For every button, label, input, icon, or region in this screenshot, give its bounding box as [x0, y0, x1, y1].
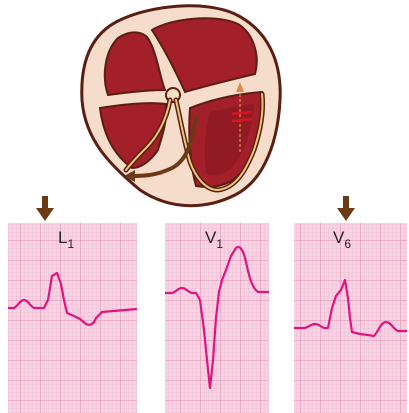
ecg-panel-v1: V1 — [165, 223, 269, 413]
ecg-panel-v6: V6 — [294, 196, 407, 413]
down-arrow-icon — [36, 196, 54, 221]
ecg-panel-l1: L1 — [8, 196, 137, 413]
heart-cross-section-icon — [82, 6, 280, 206]
down-arrow-icon — [337, 196, 355, 221]
